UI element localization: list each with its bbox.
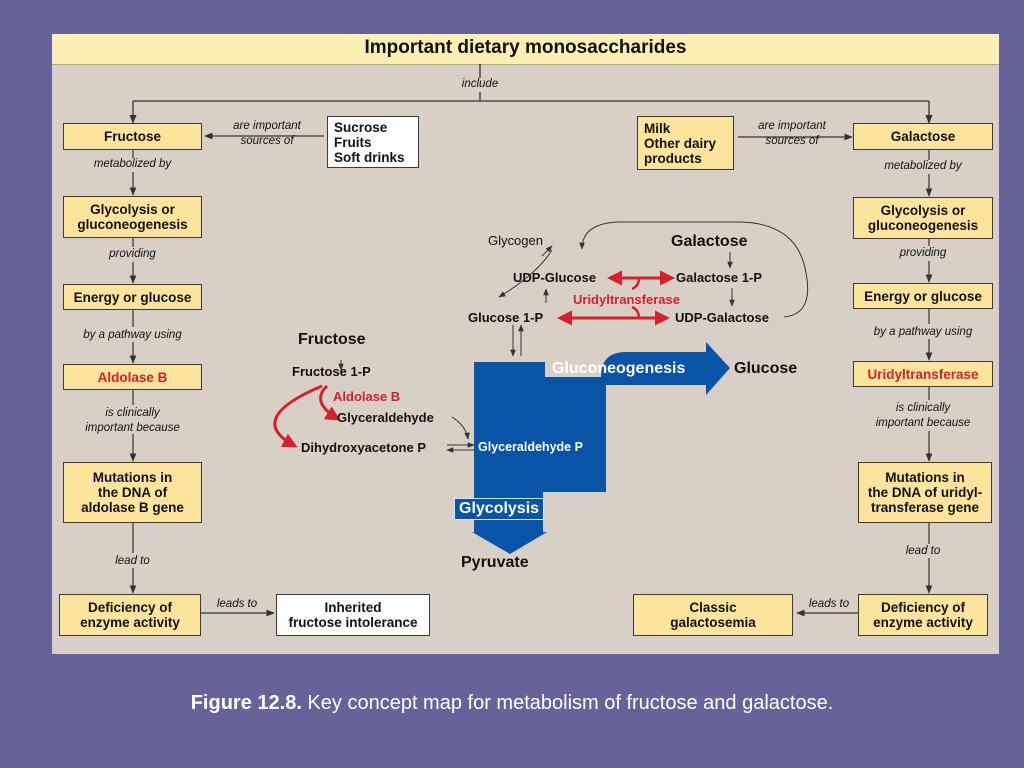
galactose-sources-label: are important sources of <box>758 120 826 147</box>
glucose-1p-label: Glucose 1-P <box>468 310 544 325</box>
center-galactose-label: Galactose <box>671 233 748 250</box>
center-uridyltransferase-label: Uridyltransferase <box>573 292 680 307</box>
caption-label: Figure 12.8. <box>190 692 302 714</box>
dhap-label: Dihydroxyacetone P <box>301 440 426 455</box>
fructose-lead-to-label: lead to <box>115 555 150 567</box>
galactose-clinically-label: is clinically important because <box>875 402 971 429</box>
galactose-leads-to-label: leads to <box>808 598 850 610</box>
galactose-1p-label: Galactose 1-P <box>676 270 762 285</box>
red-aldolase-arrow-2 <box>273 384 323 448</box>
figure-caption: Figure 12.8. Key concept map for metabol… <box>0 692 1024 715</box>
fructose-sources-label: are important sources of <box>233 120 301 147</box>
udp-galactose-label: UDP-Galactose <box>675 310 769 325</box>
connector-lines <box>129 64 933 617</box>
fructose-leads-to-label: leads to <box>216 598 258 610</box>
red-brace <box>631 277 641 319</box>
galactose-deficiency-box: Deficiency of enzyme activity <box>858 594 988 636</box>
uridyltransferase-enzyme-box: Uridyltransferase <box>853 361 993 387</box>
udpglc-to-glycogen-arrow <box>541 245 553 257</box>
figure-title: Important dietary monosaccharides <box>52 34 999 65</box>
fructose-glycolysis-box: Glycolysis or gluconeogenesis <box>63 196 202 238</box>
glyceraldehyde-p-label: Glyceraldehyde P <box>478 440 583 454</box>
glyceraldehyde-arrow <box>451 416 470 440</box>
glycogen-label: Glycogen <box>488 233 543 248</box>
glycogen-to-glucose1p-arrow <box>498 249 553 298</box>
fructose-box: Fructose <box>63 123 202 150</box>
red-aldolase-arrow-1 <box>319 384 341 421</box>
galactose-energy-box: Energy or glucose <box>853 283 993 309</box>
fructose-intolerance-box: Inherited fructose intolerance <box>276 594 430 636</box>
glyceraldehyde-label: Glyceraldehyde <box>337 410 434 425</box>
galactose-box: Galactose <box>853 123 993 150</box>
galactose-metabolized-label: metabolized by <box>884 160 962 172</box>
central-flow-shape <box>474 342 730 532</box>
udpgal-loop-arrow <box>579 221 809 318</box>
galactose-pathway-label: by a pathway using <box>873 326 973 338</box>
fructose-deficiency-box: Deficiency of enzyme activity <box>59 594 201 636</box>
fructose-1p-label: Fructose 1-P <box>292 364 371 379</box>
galactose-glycolysis-box: Glycolysis or gluconeogenesis <box>853 197 993 239</box>
glycolysis-arrowhead <box>472 532 547 554</box>
aldolase-b-enzyme-box: Aldolase B <box>63 364 202 390</box>
galactose-providing-label: providing <box>899 247 947 259</box>
fructose-clinically-label: is clinically important because <box>85 407 180 434</box>
uridyltransferase-mutations-box: Mutations in the DNA of uridyl- transfer… <box>858 462 992 523</box>
glycolysis-label: Glycolysis <box>454 498 545 520</box>
aldolase-mutations-box: Mutations in the DNA of aldolase B gene <box>63 462 202 523</box>
galactose-sources-box: Milk Other dairy products <box>637 116 734 170</box>
fructose-providing-label: providing <box>109 248 156 260</box>
gluconeogenesis-label: Gluconeogenesis <box>552 360 686 377</box>
fructose-energy-box: Energy or glucose <box>63 284 202 310</box>
galactosemia-box: Classic galactosemia <box>633 594 793 636</box>
concept-map-figure: Important dietary monosaccharides <box>52 34 999 654</box>
fructose-metabolized-label: metabolized by <box>93 158 172 170</box>
udp-glucose-label: UDP-Glucose <box>513 270 597 285</box>
pyruvate-label: Pyruvate <box>461 554 529 571</box>
center-fructose-label: Fructose <box>298 331 366 348</box>
fructose-pathway-label: by a pathway using <box>83 329 182 341</box>
caption-text: Key concept map for metabolism of fructo… <box>301 692 834 714</box>
center-glucose-label: Glucose <box>734 360 798 377</box>
include-label: include <box>461 78 499 90</box>
fructose-sources-box: Sucrose Fruits Soft drinks <box>327 116 419 168</box>
center-aldolase-b-label: Aldolase B <box>333 389 401 404</box>
galactose-lead-to-label: lead to <box>905 545 941 557</box>
